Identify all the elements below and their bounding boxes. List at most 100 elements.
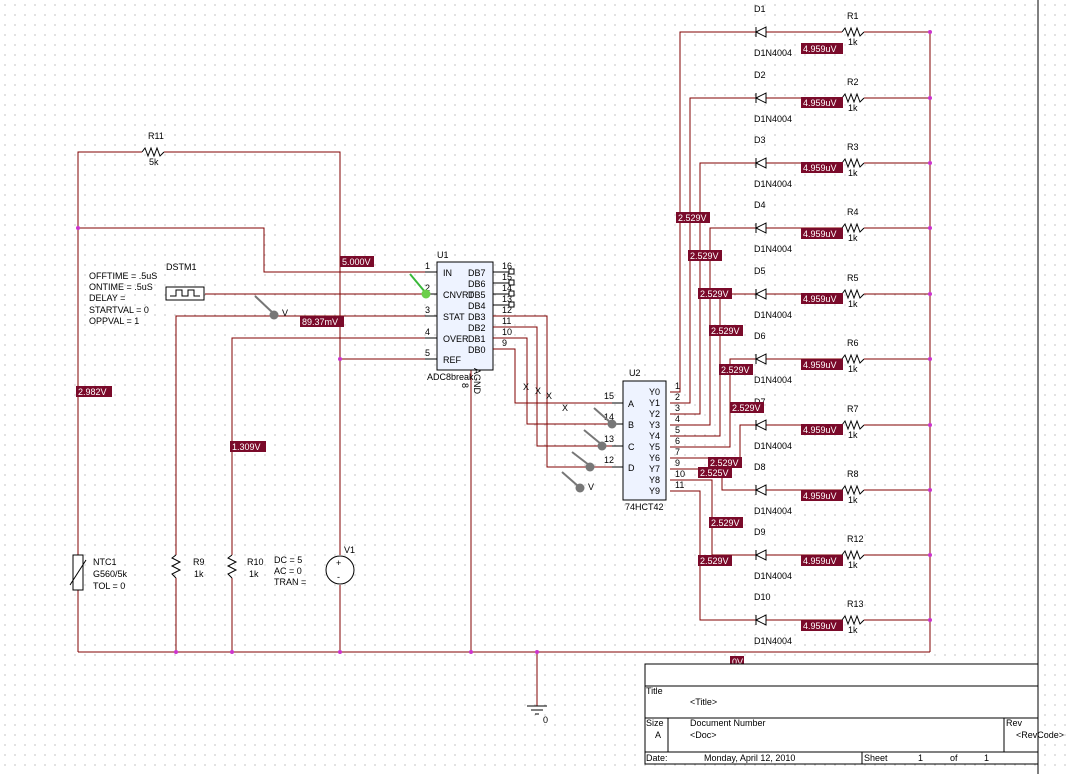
- svg-text:DB7: DB7: [468, 268, 486, 278]
- svg-text:2.529V: 2.529V: [710, 458, 739, 468]
- junction-dots: [76, 30, 932, 654]
- rev-caption: Rev: [1006, 718, 1023, 728]
- svg-text:D1N4004: D1N4004: [754, 310, 792, 320]
- title-value: <Title>: [690, 697, 717, 707]
- svg-text:V1: V1: [344, 545, 355, 555]
- svg-text:1k: 1k: [848, 168, 858, 178]
- tag-y0: 2.529V: [676, 212, 710, 223]
- svg-text:D3: D3: [754, 135, 766, 145]
- size-caption: Size: [646, 718, 664, 728]
- date-caption: Date:: [646, 753, 668, 763]
- svg-text:U1: U1: [437, 250, 449, 260]
- svg-text:DB6: DB6: [468, 279, 486, 289]
- svg-text:OFFTIME = .5uS: OFFTIME = .5uS: [89, 271, 157, 281]
- svg-text:4: 4: [425, 327, 430, 337]
- svg-text:R9: R9: [193, 557, 205, 567]
- tag-row7: 4.959uV: [801, 424, 843, 435]
- svg-text:D8: D8: [754, 462, 766, 472]
- svg-text:D1N4004: D1N4004: [754, 375, 792, 385]
- thermistor-ntc1: NTC1 G560/5k TOL = 0: [69, 554, 128, 591]
- svg-text:9: 9: [675, 458, 680, 468]
- svg-text:DELAY =: DELAY =: [89, 293, 125, 303]
- docnum-caption: Document Number: [690, 718, 766, 728]
- svg-text:TOL = 0: TOL = 0: [93, 581, 125, 591]
- resistor-r11: R11 5k: [141, 131, 165, 167]
- tag-vstat: 89.37mV: [300, 316, 344, 327]
- svg-text:X: X: [562, 403, 568, 413]
- ground-label: 0: [543, 715, 548, 725]
- svg-text:15: 15: [604, 391, 614, 401]
- row-10: D10 D1N4004 R13 1k: [752, 592, 930, 646]
- tag-y1: 2.529V: [688, 250, 722, 261]
- svg-text:1k: 1k: [848, 625, 858, 635]
- svg-text:10: 10: [502, 327, 512, 337]
- left-wiring: [77, 151, 930, 706]
- sheet-number: 1: [918, 753, 923, 763]
- svg-text:OVER: OVER: [443, 334, 469, 344]
- svg-text:D1N4004: D1N4004: [754, 244, 792, 254]
- svg-text:X: X: [546, 391, 552, 401]
- svg-text:X: X: [523, 382, 529, 392]
- tag-y9: 2.529V: [698, 555, 732, 566]
- svg-text:D9: D9: [754, 527, 766, 537]
- resistor-r9: R9 1k: [170, 554, 205, 579]
- ground-symbol: 0: [527, 705, 548, 725]
- svg-text:DSTM1: DSTM1: [166, 262, 197, 272]
- svg-text:7: 7: [675, 447, 680, 457]
- tag-y6: 2.529V: [708, 457, 742, 468]
- docnum-value: <Doc>: [690, 730, 717, 740]
- data-bus: X X X X: [493, 315, 612, 468]
- svg-text:R5: R5: [847, 273, 859, 283]
- svg-text:0V: 0V: [732, 657, 743, 667]
- decoder-u2: U2 74HCT42 A B C D 15 14 13 12 Y0 Y1 Y2 …: [604, 368, 685, 512]
- svg-text:2: 2: [425, 283, 430, 293]
- date-value: Monday, April 12, 2010: [704, 753, 795, 763]
- svg-text:9: 9: [502, 338, 507, 348]
- svg-text:CNVRT: CNVRT: [443, 290, 474, 300]
- svg-text:R8: R8: [847, 469, 859, 479]
- sheet-caption: Sheet: [864, 753, 888, 763]
- svg-text:-: -: [337, 572, 340, 582]
- tag-y3: 2.529V: [709, 325, 743, 336]
- svg-text:DB5: DB5: [468, 290, 486, 300]
- svg-text:ADC8break: ADC8break: [427, 372, 474, 382]
- svg-text:2.529V: 2.529V: [721, 365, 750, 375]
- svg-text:TRAN =: TRAN =: [274, 577, 306, 587]
- svg-text:13: 13: [604, 434, 614, 444]
- tag-y8: 2.529V: [709, 517, 743, 528]
- tag-row4: 4.959uV: [801, 228, 843, 239]
- svg-text:4.959uV: 4.959uV: [803, 229, 837, 239]
- svg-text:5k: 5k: [149, 157, 159, 167]
- svg-text:2.529V: 2.529V: [678, 213, 707, 223]
- svg-text:Y6: Y6: [649, 453, 660, 463]
- svg-text:11: 11: [502, 316, 511, 326]
- svg-text:STARTVAL = 0: STARTVAL = 0: [89, 305, 149, 315]
- title-caption: Title: [646, 686, 663, 696]
- size-value: A: [655, 730, 661, 740]
- svg-text:2.529V: 2.529V: [711, 518, 740, 528]
- svg-text:R1: R1: [847, 11, 859, 21]
- tag-row1: 4.959uV: [801, 43, 843, 54]
- svg-text:11: 11: [675, 480, 684, 490]
- title-block: Title <Title> Size A Document Number <Do…: [644, 663, 1064, 765]
- svg-text:5.000V: 5.000V: [342, 257, 371, 267]
- svg-text:R2: R2: [847, 77, 859, 87]
- svg-text:U2: U2: [629, 368, 641, 378]
- svg-text:B: B: [628, 420, 634, 430]
- row-5: D5 D1N4004 R5 1k: [752, 266, 930, 320]
- svg-text:Y5: Y5: [649, 442, 660, 452]
- probe-label: V: [282, 308, 288, 318]
- svg-text:D6: D6: [754, 331, 766, 341]
- svg-text:Y2: Y2: [649, 409, 660, 419]
- svg-text:D1N4004: D1N4004: [754, 441, 792, 451]
- tag-row3: 4.959uV: [801, 162, 843, 173]
- svg-text:1k: 1k: [249, 569, 259, 579]
- svg-text:74HCT42: 74HCT42: [625, 502, 664, 512]
- svg-text:R10: R10: [247, 557, 264, 567]
- svg-text:D1N4004: D1N4004: [754, 506, 792, 516]
- svg-text:2: 2: [675, 392, 680, 402]
- svg-text:D2: D2: [754, 70, 766, 80]
- svg-text:15: 15: [502, 272, 512, 282]
- svg-text:R11: R11: [148, 131, 164, 141]
